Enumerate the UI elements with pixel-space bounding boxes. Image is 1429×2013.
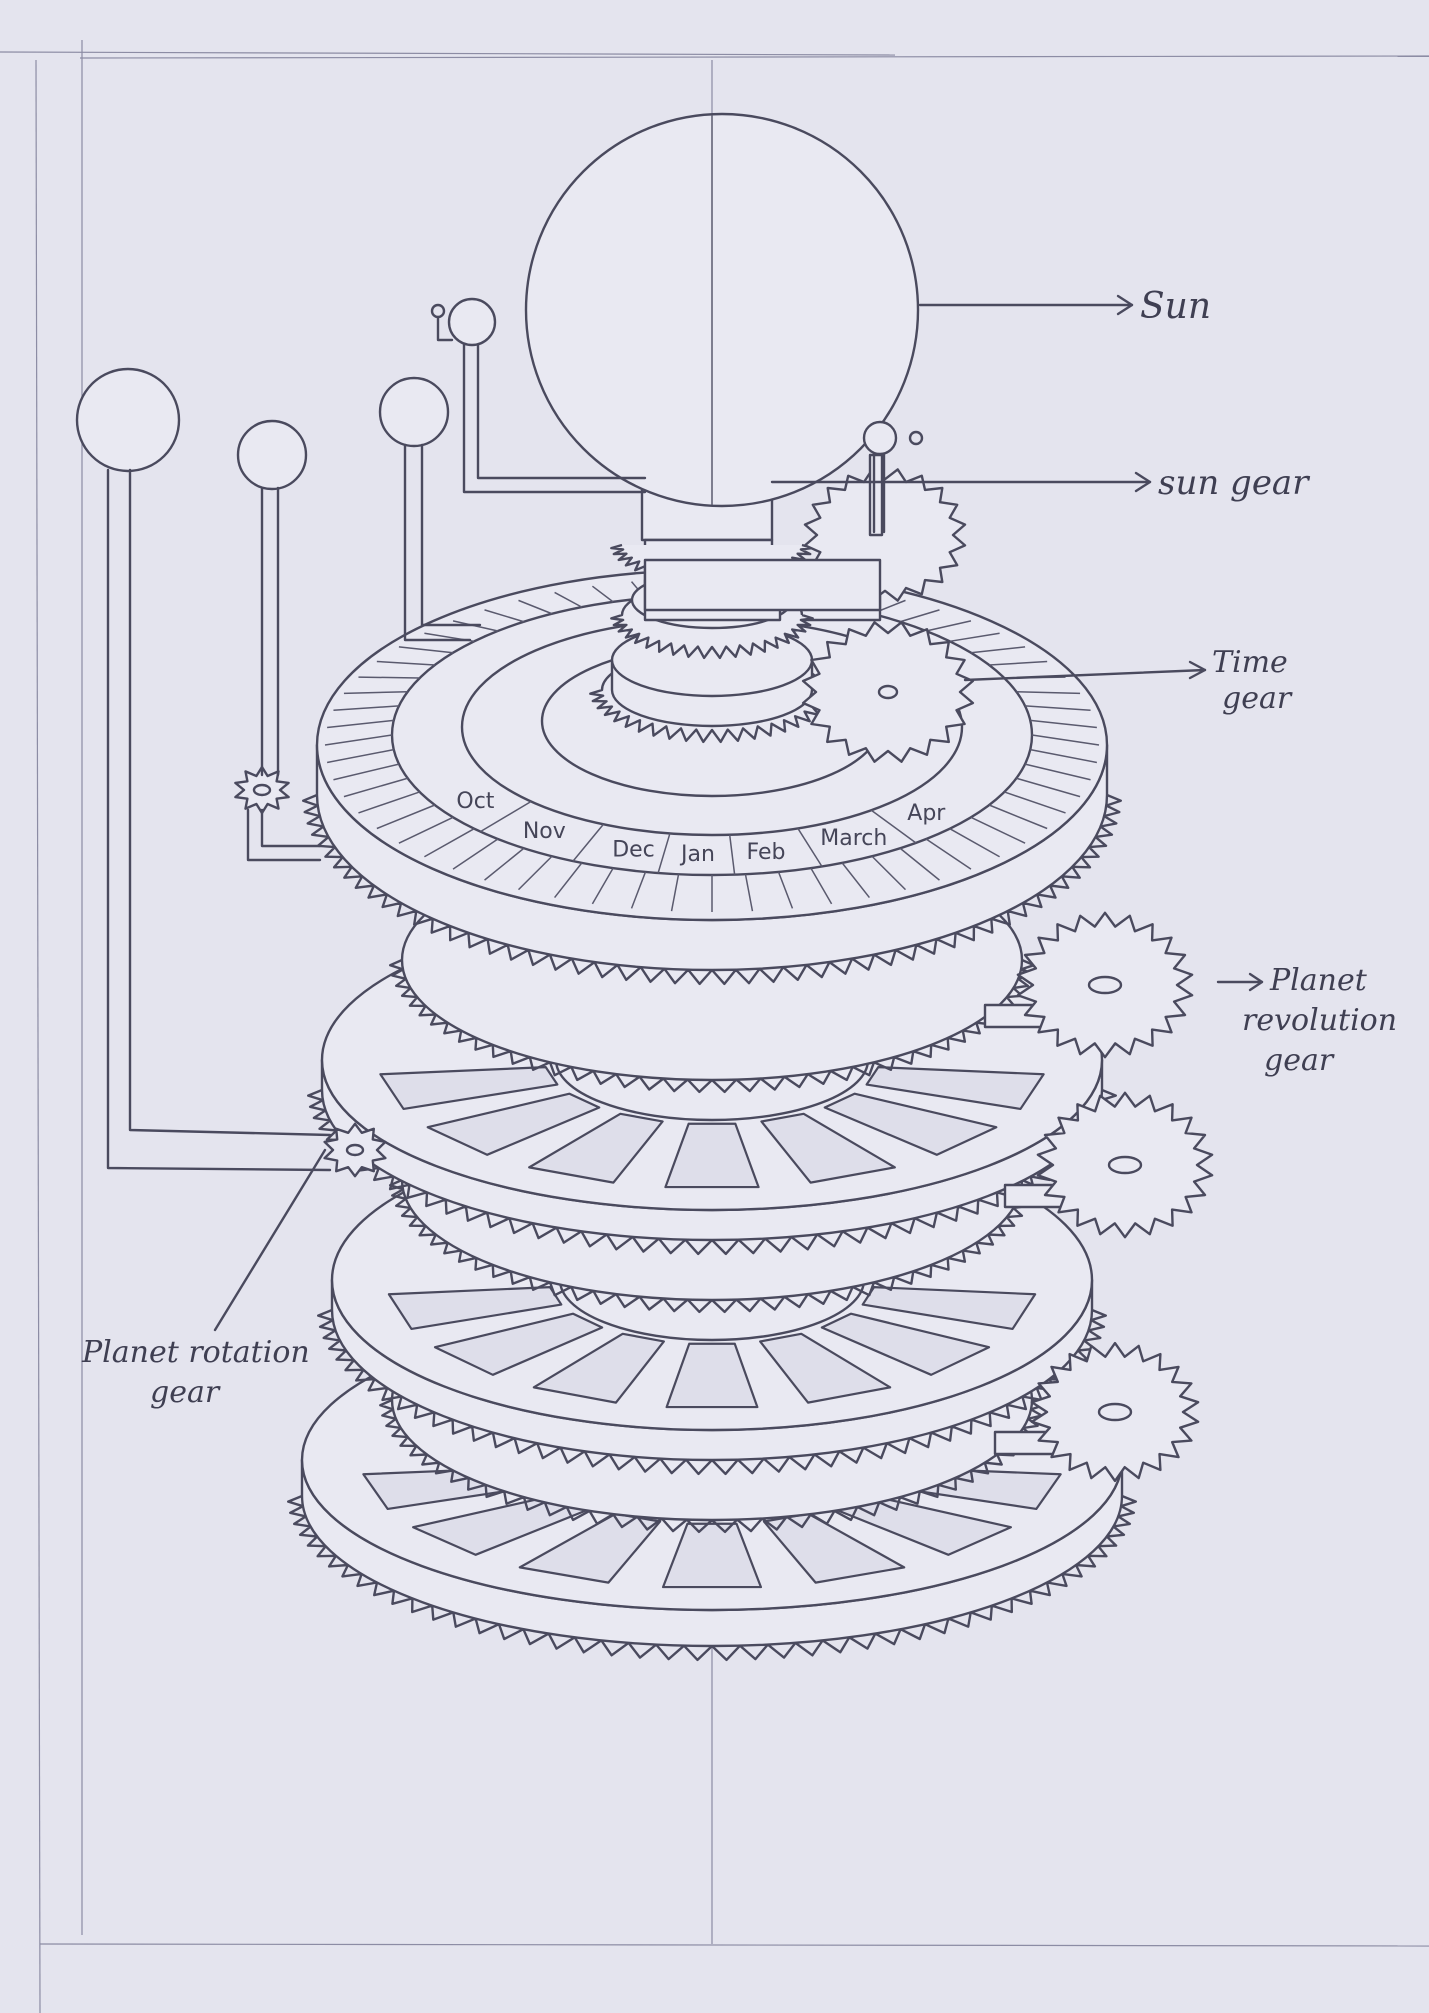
label-planet-revolution-gear: Planet revolution gear bbox=[1242, 963, 1407, 1078]
planet-ball-2 bbox=[238, 421, 306, 489]
sun-sphere bbox=[526, 114, 918, 506]
planet-ball-outer bbox=[77, 369, 179, 471]
label-time-gear: Time gear bbox=[1212, 645, 1297, 716]
planet-ball-4 bbox=[449, 299, 495, 345]
label-sun: Sun bbox=[1140, 286, 1211, 327]
month-label: Jan bbox=[679, 842, 715, 867]
time-gear bbox=[803, 622, 973, 761]
month-label: Apr bbox=[907, 801, 946, 826]
planet-ball-3 bbox=[380, 378, 448, 446]
month-label: Oct bbox=[456, 789, 494, 814]
label-sun-gear: sun gear bbox=[1158, 463, 1310, 503]
month-label: Nov bbox=[523, 819, 566, 844]
moon-ball bbox=[864, 422, 896, 454]
label-planet-rotation-gear: Planet rotation gear bbox=[81, 1335, 319, 1410]
month-label: March bbox=[820, 826, 887, 851]
month-label: Dec bbox=[612, 837, 655, 862]
month-label: Feb bbox=[747, 840, 786, 865]
